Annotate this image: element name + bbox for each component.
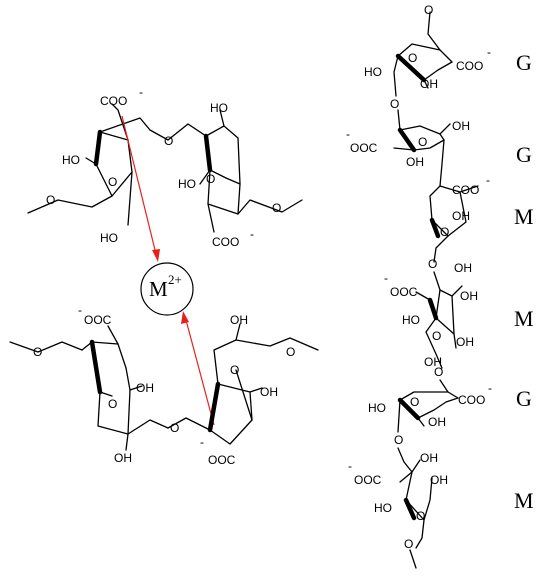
chain-labels: G G M M G M [514, 50, 534, 513]
chain-u2-o-ring: O [418, 135, 427, 149]
chain-u4-oh-mid: OH [456, 335, 474, 349]
lower-oh-right: OH [260, 385, 278, 399]
chain-label-4: M [514, 306, 534, 331]
upper-coo-left: COO [100, 94, 127, 108]
chain-u5-o-ring: O [410, 395, 419, 409]
chain-u4-o-link: O [434, 365, 443, 379]
chain-u4-oh-right: OH [460, 289, 478, 303]
chain-u1-ho: HO [364, 65, 382, 79]
lower-o-glyco: O [170, 421, 179, 435]
chain-u5-oh: OH [428, 415, 446, 429]
chain-u6-ho: HO [374, 501, 392, 515]
chain-label-1: G [516, 50, 532, 75]
upper-ho-right: HO [178, 177, 196, 191]
coordination-arrows [121, 115, 215, 426]
lower-ooc-right: OOC [208, 453, 236, 467]
chain-u2-oh-right: OH [452, 119, 470, 133]
chain-u6-o-ring: O [416, 509, 425, 523]
upper-coo-right: COO [212, 235, 239, 249]
chain-u3-oh: OH [452, 209, 470, 223]
chain-u4-ooc: OOC [390, 285, 418, 299]
chain-u6-oh-top: OH [420, 451, 438, 465]
lower-oh-bottom: OH [114, 451, 132, 465]
chain-u5-coo: COO [458, 393, 485, 407]
lower-oh-right-top: OH [230, 313, 248, 327]
chain-u3-coo-minus: - [486, 173, 490, 187]
upper-coo-left-minus: - [139, 85, 143, 99]
chain-u1-oh: OH [420, 77, 438, 91]
chain-u3-o-link: O [428, 257, 437, 271]
chain-u1-o-ring: O [408, 51, 417, 65]
chain-u5-o-link: O [394, 433, 403, 447]
chain-u1-o-link: O [390, 97, 399, 111]
lower-oh-left: OH [136, 381, 154, 395]
upper-o-glyco: O [164, 134, 173, 148]
chain-u6-o-bottom: O [404, 537, 413, 551]
chain-u6-ooc-minus: - [348, 459, 352, 473]
lower-o-link-right: O [286, 345, 295, 359]
chain-u3-o-ring: O [440, 225, 449, 239]
chain-u2-ooc: OOC [350, 141, 378, 155]
lower-o-link-left: O [33, 345, 42, 359]
lower-dimer: OOC - O OH O OH O OH O O OH OOC - [9, 303, 319, 467]
chain-u1-coo-minus: - [487, 45, 491, 59]
chain-u4-ooc-minus: - [384, 271, 388, 285]
upper-o-ring-left: O [108, 175, 117, 189]
chain-u4-oh-top: OH [454, 261, 472, 275]
metal-ion-symbol: M [149, 277, 168, 301]
chain-u6-ooc: OOC [354, 473, 382, 487]
metal-ion-charge: 2+ [168, 272, 182, 287]
chain-u2-oh-bottom: OH [406, 155, 424, 169]
upper-o-link-left: O [46, 193, 55, 207]
metal-ion: M 2+ [140, 262, 194, 316]
alginate-chain: O HO O OH COO - O OOC - O OH OH COO - OH… [346, 3, 492, 569]
chain-u4-ho: HO [402, 313, 420, 327]
upper-o-ring-right: O [206, 172, 215, 186]
chain-u5-ho: HO [368, 401, 386, 415]
chain-u2-ooc-minus: - [346, 127, 350, 141]
lower-o-ring-right: O [230, 363, 239, 377]
chain-u4-o-ring: O [432, 329, 441, 343]
chain-u4-oh-low: OH [424, 355, 442, 369]
upper-dimer: COO - HO O O HO O HO HO O O COO - [27, 85, 303, 249]
lower-ooc-left-minus: - [78, 303, 82, 317]
upper-ho-bottom: HO [100, 231, 118, 245]
chain-label-3: M [514, 204, 534, 229]
chain-label-2: G [516, 142, 532, 167]
chain-u3-coo: COO [452, 183, 479, 197]
chain-u5-coo-minus: - [488, 381, 492, 395]
chain-label-6: M [514, 488, 534, 513]
upper-ho-right-top: HO [210, 101, 228, 115]
chain-label-5: G [516, 386, 532, 411]
lower-o-ring-left: O [108, 397, 117, 411]
chain-u1-coo: COO [456, 59, 483, 73]
chain-u1-o-top: O [424, 3, 433, 17]
upper-o-link-right: O [272, 201, 281, 215]
upper-ho-left: HO [62, 153, 80, 167]
chain-u6-oh-right: OH [430, 473, 448, 487]
upper-coo-right-minus: - [250, 227, 254, 241]
lower-ooc-right-minus: - [200, 435, 204, 449]
lower-ooc-left: OOC [84, 313, 112, 327]
